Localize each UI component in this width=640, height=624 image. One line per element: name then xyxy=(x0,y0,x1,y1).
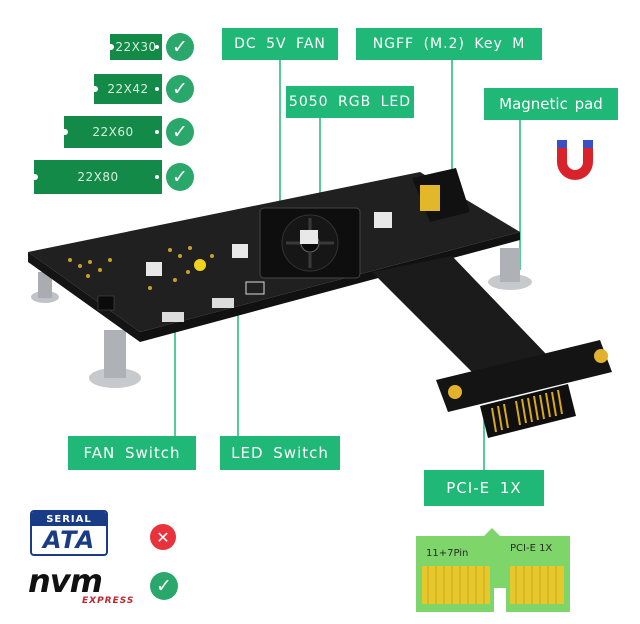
callout-rgb-led-label: 5050 RGB LED xyxy=(288,94,412,110)
pcie-slot-left-label: 11+7Pin xyxy=(426,548,469,559)
nvm-express-logo: nvm xyxy=(28,562,103,600)
ssd-size-badge: 22X30 xyxy=(109,34,162,60)
callout-pcie-label: PCI-E 1X xyxy=(446,479,522,497)
check-icon: ✓ xyxy=(150,572,178,600)
riser-cable xyxy=(372,256,548,376)
callout-fan-switch: FAN Switch xyxy=(68,436,196,470)
nvm-express-subtext: EXPRESS xyxy=(82,596,135,606)
check-icon: ✓ xyxy=(166,33,194,61)
callout-rgb-led: 5050 RGB LED xyxy=(286,86,414,118)
serial-ata-logo: SERIAL ATA xyxy=(30,510,108,556)
check-icon: ✓ xyxy=(166,163,194,191)
callout-fan-switch-label: FAN Switch xyxy=(83,444,181,462)
serial-ata-logo-top: SERIAL xyxy=(32,512,106,526)
m2-connector xyxy=(412,168,470,222)
fan xyxy=(259,207,361,279)
callout-ngff-label: NGFF (M.2) Key M xyxy=(372,36,526,52)
check-icon: ✓ xyxy=(166,75,194,103)
callout-led-switch: LED Switch xyxy=(220,436,340,470)
callout-ngff: NGFF (M.2) Key M xyxy=(356,28,542,60)
callout-pcie: PCI-E 1X xyxy=(424,470,544,506)
callout-dc-fan-label: DC 5V FAN xyxy=(234,36,326,52)
callout-magnetic-pad: Magnetic pad xyxy=(484,88,618,120)
ssd-size-label: 22X80 xyxy=(77,170,119,184)
check-icon: ✓ xyxy=(166,118,194,146)
magnet-icon xyxy=(557,140,593,180)
ssd-size-badge: 22X60 xyxy=(63,116,162,148)
ssd-size-badge: 22X80 xyxy=(33,160,162,194)
ssd-size-label: 22X42 xyxy=(107,82,149,96)
callout-magnetic-pad-label: Magnetic pad xyxy=(499,95,603,113)
callout-dc-fan: DC 5V FAN xyxy=(222,28,338,60)
ssd-size-label: 22X30 xyxy=(115,40,157,54)
serial-ata-logo-bottom: ATA xyxy=(42,526,96,554)
ssd-size-badge: 22X42 xyxy=(93,74,162,104)
pcie-slot-right-label: PCI-E 1X xyxy=(510,543,553,554)
pcie-connector xyxy=(436,340,612,438)
pcie-slot-diagram xyxy=(416,528,570,612)
standoffs xyxy=(31,248,532,388)
cross-icon: ✕ xyxy=(150,524,176,550)
ssd-size-label: 22X60 xyxy=(92,125,134,139)
callout-led-switch-label: LED Switch xyxy=(231,444,329,462)
